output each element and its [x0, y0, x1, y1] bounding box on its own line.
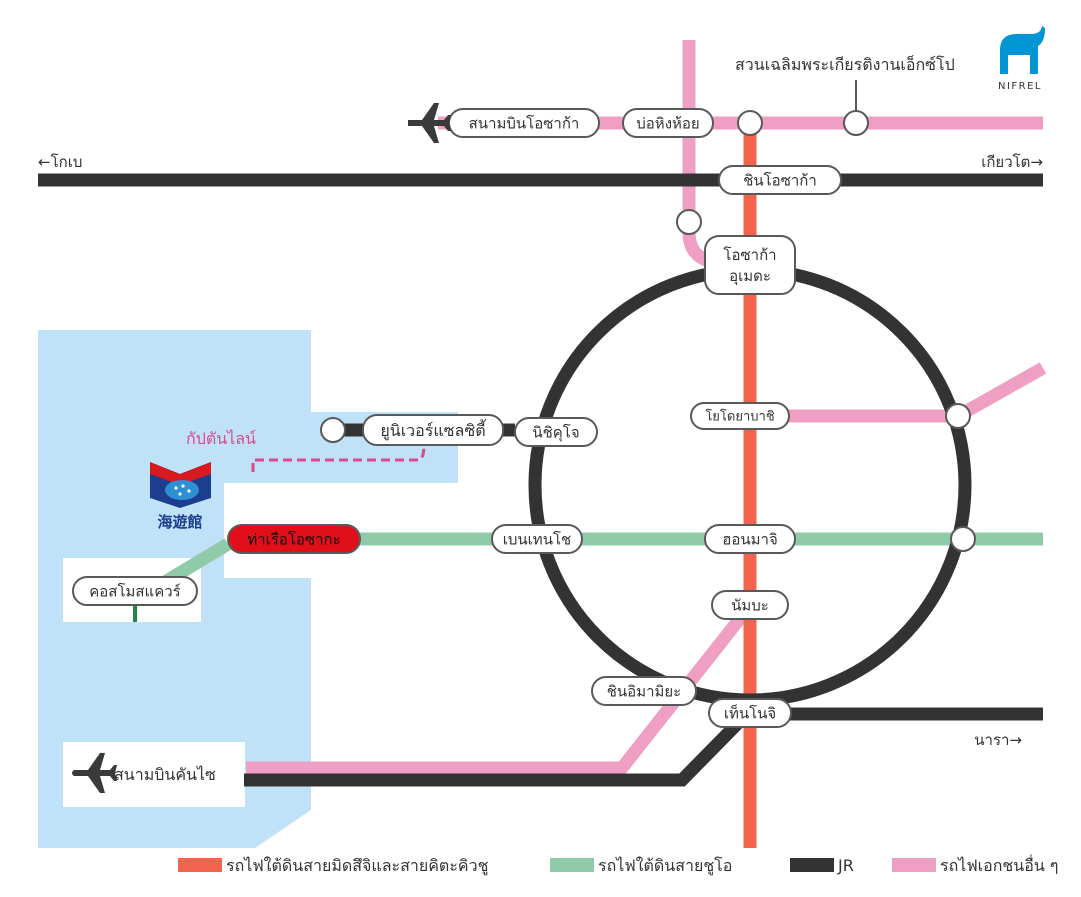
legend-swatch: [790, 858, 834, 872]
kaiyukan-kanji: 海遊館: [157, 513, 202, 531]
station-label-kansai-airport[interactable]: สนามบินคันไซ: [114, 765, 216, 784]
station-name: บ่อหิงห้อย: [636, 114, 699, 132]
direction-kyoto: เกียวโต→: [981, 153, 1043, 171]
legend-label: รถไฟเอกชนอื่น ๆ: [940, 854, 1058, 875]
station-name: ชินโอซาก้า: [743, 171, 817, 189]
station-name: ชินอิมามิยะ: [607, 682, 682, 700]
station-osakako[interactable]: ท่าเรือโอซากะ: [227, 524, 361, 554]
station-name: คอสโมสแควร์: [89, 582, 180, 600]
direction-nara: นารา→: [974, 731, 1022, 749]
kaiyukan-logo-icon: 海遊館: [150, 462, 211, 531]
station-name: โอซาก้าอุเมดะ: [723, 246, 776, 286]
jr-kansai-airport-line: [244, 713, 748, 787]
station-hommachi[interactable]: ฮอนมาจิ: [704, 524, 796, 554]
station-name: เท็นโนจิ: [724, 703, 776, 722]
legend-item: รถไฟใต้ดินสายมิดสึจิและสายคิตะคิวชู: [178, 856, 489, 876]
legend-swatch: [892, 858, 936, 872]
transfer-circles: [320, 110, 976, 552]
station-name: นัมบะ: [731, 596, 769, 614]
station-labels: สนามบินโอซาก้า บ่อหิงห้อยชินโอซาก้าโอซาก้…: [72, 108, 842, 728]
airplane-icon: [72, 753, 117, 793]
legend-item: รถไฟใต้ดินสายชูโอ: [550, 856, 732, 876]
nankai-line: [246, 607, 751, 775]
legend-item: รถไฟเอกชนอื่น ๆ: [892, 854, 1058, 875]
station-box[interactable]: [491, 524, 583, 554]
station-name: ยูนิเวอร์แซลซิตี้: [380, 419, 486, 441]
legend-label: รถไฟใต้ดินสายชูโอ: [598, 856, 732, 876]
station-name: ท่าเรือโอซากะ: [247, 530, 340, 548]
captain-line-route: [251, 443, 426, 472]
airplane-icon: [408, 103, 451, 143]
nifrel-logo-icon: NIFREL: [998, 26, 1045, 92]
station-box[interactable]: [72, 576, 198, 606]
legend-item: JR: [790, 856, 854, 875]
station-itami-airport[interactable]: สนามบินโอซาก้า: [448, 108, 600, 138]
station-circle-sakurajima[interactable]: [320, 417, 346, 443]
station-shin-osaka[interactable]: ชินโอซาก้า: [718, 165, 842, 195]
station-box[interactable]: [690, 402, 790, 430]
station-shin-imamiya[interactable]: ชินอิมามิยะ: [591, 676, 697, 706]
station-bentencho[interactable]: เบนเทนโช: [491, 524, 583, 554]
station-circle-hankyu[interactable]: [676, 209, 702, 235]
station-circle-kyobashi[interactable]: [945, 403, 971, 429]
station-name: เบนเทนโช: [503, 530, 571, 548]
station-yodoyabashi[interactable]: โยโดยาบาชิ: [690, 402, 790, 430]
station-box[interactable]: [711, 590, 789, 620]
station-box[interactable]: [704, 235, 796, 295]
station-box[interactable]: [704, 524, 796, 554]
station-box[interactable]: [362, 414, 504, 446]
station-box[interactable]: [622, 108, 714, 138]
station-name: โยโดยาบาชิ: [705, 409, 774, 425]
legend-swatch: [178, 858, 222, 872]
station-circle-morinomiya[interactable]: [950, 526, 976, 552]
station-nishikujo[interactable]: นิชิคุโจ: [514, 417, 598, 447]
legend: รถไฟใต้ดินสายมิดสึจิและสายคิตะคิวชู รถไฟใ…: [178, 854, 1058, 876]
private-railway-lines: [246, 40, 1047, 775]
station-hotarugaike[interactable]: บ่อหิงห้อย: [622, 108, 714, 138]
station-tennoji[interactable]: เท็นโนจิ: [708, 698, 792, 728]
station-box[interactable]: [718, 165, 842, 195]
captain-line-label: กัปตันไลน์: [186, 429, 256, 448]
station-name: นิชิคุโจ: [532, 423, 579, 442]
legend-label: รถไฟใต้ดินสายมิดสึจิและสายคิตะคิวชู: [226, 856, 489, 876]
station-box[interactable]: [514, 417, 598, 447]
legend-swatch: [550, 858, 594, 872]
station-circle-expocity[interactable]: [843, 110, 869, 136]
station-universal-city[interactable]: ยูนิเวอร์แซลซิตี้: [362, 414, 504, 446]
keihan-line: [750, 362, 1047, 423]
station-cosmo-square[interactable]: คอสโมสแควร์: [72, 576, 198, 606]
station-box[interactable]: [591, 676, 697, 706]
station-name: ฮอนมาจิ: [722, 530, 778, 548]
station-label-expocity[interactable]: สวนเฉลิมพระเกียรติงานเอ็กซ์โป: [735, 54, 955, 74]
direction-kobe: ←โกเบ: [38, 153, 82, 171]
station-osaka-umeda[interactable]: โอซาก้าอุเมดะ: [704, 235, 796, 295]
station-namba[interactable]: นัมบะ: [711, 590, 789, 620]
nifrel-wordmark: NIFREL: [998, 81, 1042, 92]
station-circle-monorail-midosuji[interactable]: [737, 110, 763, 136]
station-box[interactable]: [227, 524, 361, 554]
legend-label: JR: [837, 856, 854, 875]
station-box[interactable]: [708, 698, 792, 728]
station-name: สนามบินโอซาก้า: [469, 114, 580, 132]
